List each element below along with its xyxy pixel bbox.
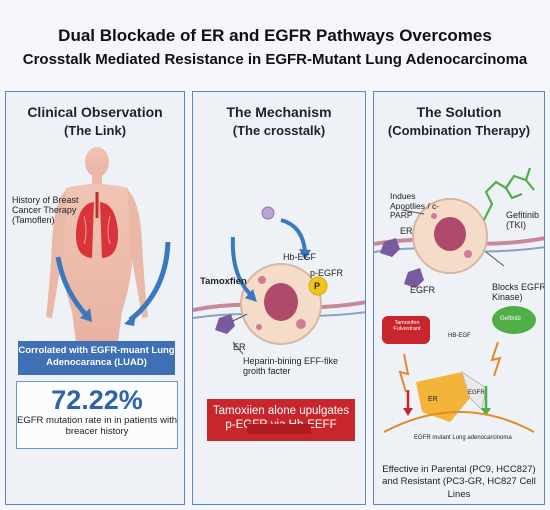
induces-label: Indues Apoptlies / c-PARP: [390, 191, 440, 221]
pegfr-label: p-EGFR: [310, 268, 344, 278]
gefitinib-molecule: [483, 167, 535, 221]
phospho-badge: [308, 276, 328, 296]
egfr-shape: [461, 370, 487, 412]
tamoxifen-small-label: Tamoxifen Fulvestrant: [393, 320, 421, 333]
panel2-subheading: (The crosstalk): [232, 123, 326, 138]
solution-nucleus: [434, 217, 466, 251]
egfr-small-label: EGFR: [468, 390, 485, 396]
tamoxifen-arrow: [230, 236, 255, 299]
stat-caption: EGFR mutation rate in in patients with b…: [17, 415, 177, 437]
factor-label: Heparin-bining EFF-fike groith facter: [243, 356, 339, 377]
blocks-label: Blocks EGFR Kinase): [492, 282, 545, 303]
panel-solution: The Solution (Combination Therapy): [373, 91, 545, 505]
panel3-subheading: (Combination Therapy): [387, 123, 531, 138]
gefitinib-label: Gefitinib (TKI): [506, 210, 540, 231]
main-subtitle: Crosstalk Mediated Resistance in EGFR-Mu…: [22, 51, 528, 68]
red-callout: Tamoxiien alone upulgates p-EGFR via Hb-…: [207, 399, 355, 441]
er-label: ER: [233, 342, 246, 352]
er-shape: [416, 372, 470, 422]
female-body-illustration: [46, 147, 171, 342]
stat-value: 72.22%: [51, 385, 143, 415]
adeno-label: EGFR mutant Lung adenocarcinoma: [414, 435, 512, 441]
panel-clinical-observation: Clinical Observation (The Link) History …: [5, 91, 185, 505]
er-receptor-2: [404, 268, 424, 288]
left-flow-arrow: [55, 256, 90, 319]
er-small-label: ER: [428, 396, 438, 403]
hbegf-label: Hb-EGF: [283, 252, 317, 262]
title-area: Dual Blockade of ER and EGFR Pathways Ov…: [0, 0, 550, 86]
correlation-box: Corrolated with EGFR-muant Lung Adenocar…: [18, 341, 175, 375]
lung-right: [100, 202, 119, 258]
panel1-heading: Clinical Observation: [27, 104, 163, 120]
er-receptor-1: [380, 238, 400, 257]
stat-box: 72.22% EGFR mutation rate in in patients…: [16, 381, 178, 449]
hb-egf-ligand: [261, 206, 275, 220]
solution-illustration: [374, 167, 544, 433]
footer-note: Effective in Parental (PC9, HCC827) and …: [382, 464, 536, 500]
panel2-heading: The Mechanism: [226, 104, 332, 120]
panel3-heading: The Solution: [416, 104, 502, 120]
right-flow-arrow: [128, 241, 171, 322]
solution-er-label: ER: [400, 226, 413, 236]
tamoxifen-badge: [382, 316, 430, 344]
solution-egfr-label: EGFR: [410, 285, 436, 295]
cell-nucleus: [264, 283, 298, 321]
gefitinib-small-label: Geftinib: [500, 316, 521, 322]
lung-left: [75, 202, 94, 258]
history-label: History of Breast Cancer Therapy (Tamofl…: [12, 195, 79, 226]
tamoxifen-label: Tamoxfien: [200, 276, 247, 287]
hbegf-small-label: HB-EGF: [448, 333, 471, 339]
red-strip: [247, 424, 311, 434]
crosstalk-illustration: [193, 206, 365, 355]
gefitinib-badge: [492, 306, 536, 334]
er-receptor: [215, 314, 235, 334]
main-title: Dual Blockade of ER and EGFR Pathways Ov…: [58, 26, 492, 45]
panel1-subheading: (The Link): [63, 123, 127, 138]
p-badge-label: P: [314, 281, 321, 291]
panel-mechanism: The Mechanism (The crosstalk) Tamoxfien …: [192, 91, 366, 505]
hbegf-arrow: [280, 218, 307, 253]
